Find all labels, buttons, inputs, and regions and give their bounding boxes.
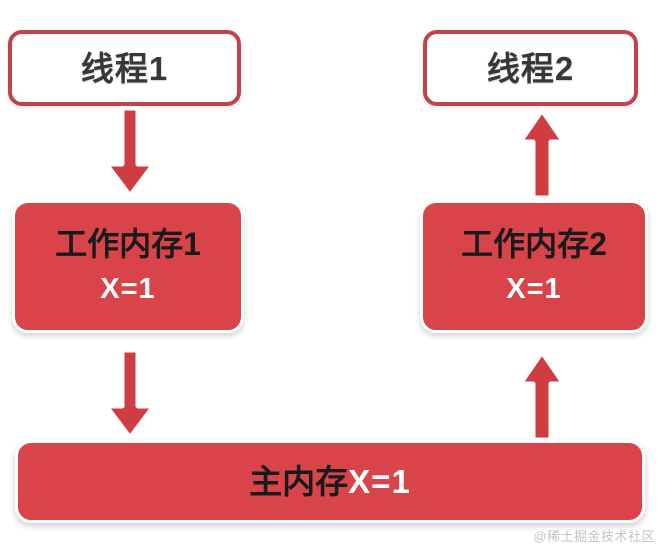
working-memory-1-box: 工作内存1 X=1 — [12, 200, 244, 333]
arrow-workmem2-to-thread2-icon — [508, 106, 576, 201]
working-memory-1-title: 工作内存1 — [55, 226, 201, 263]
thread-1-box: 线程1 — [8, 30, 241, 106]
main-memory-title: 主内存 — [249, 463, 349, 500]
thread-2-label: 线程2 — [486, 49, 575, 87]
arrow-thread1-to-workmem1-icon — [96, 106, 164, 201]
working-memory-2-box: 工作内存2 X=1 — [420, 200, 648, 333]
working-memory-2-value: X=1 — [506, 273, 562, 306]
main-memory-box: 主内存 X=1 — [15, 440, 645, 523]
watermark-label: @稀土掘金技术社区 — [533, 529, 655, 544]
thread-1-label: 线程1 — [80, 49, 169, 87]
main-memory-value: X=1 — [348, 463, 411, 500]
working-memory-1-value: X=1 — [100, 273, 156, 306]
thread-2-box: 线程2 — [423, 30, 638, 106]
arrow-workmem1-to-mainmem-icon — [96, 348, 164, 443]
arrow-mainmem-to-workmem2-icon — [508, 348, 576, 443]
working-memory-2-title: 工作内存2 — [461, 226, 607, 263]
